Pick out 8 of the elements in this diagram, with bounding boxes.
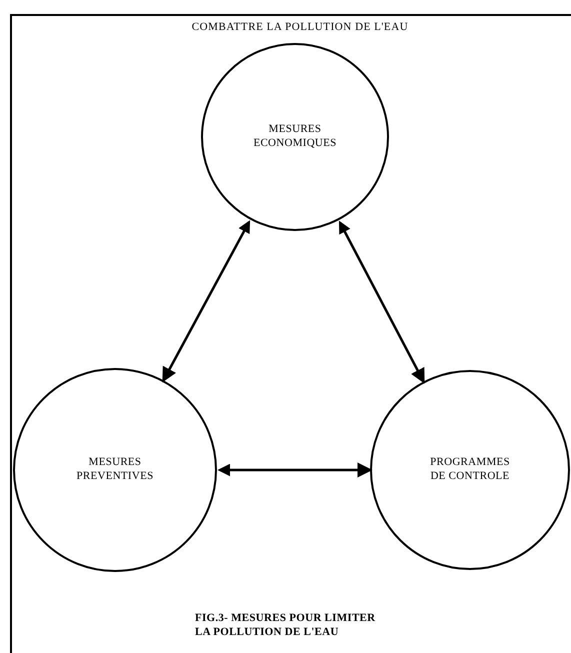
node-label: MESURES PREVENTIVES (76, 456, 154, 484)
caption: FIG.3- MESURES POUR LIMITER LA POLLUTION DE L'EAU (195, 612, 376, 640)
node-label: MESURES ECONOMIQUES (252, 123, 338, 151)
title: COMBATTRE LA POLLUTION DE L'EAU (190, 20, 410, 35)
node-label: PROGRAMMES DE CONTROLE (429, 456, 511, 484)
double-arrow (162, 220, 250, 382)
double-arrow (338, 220, 425, 384)
double-arrow (218, 462, 372, 478)
